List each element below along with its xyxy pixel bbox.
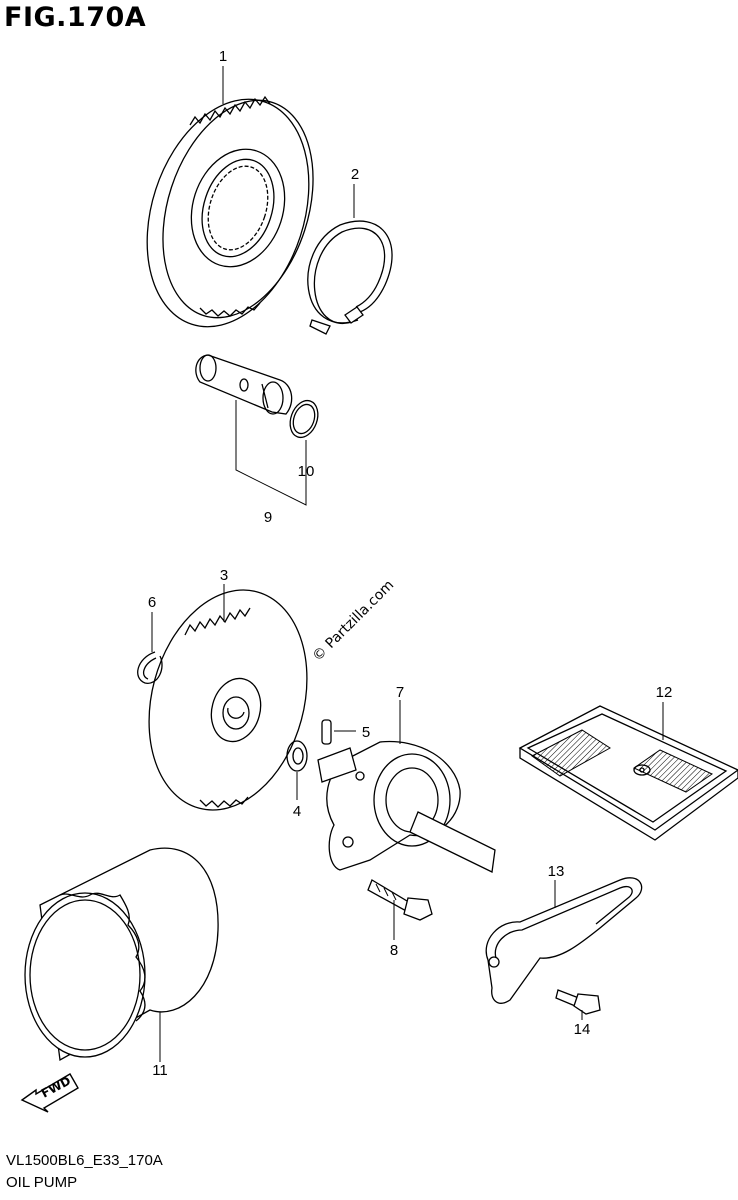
section-name: OIL PUMP: [6, 1174, 78, 1191]
callout-6: 6: [148, 594, 156, 611]
callout-2: 2: [351, 166, 359, 183]
bracket-9-10: [235, 400, 307, 506]
callout-11: 11: [152, 1062, 168, 1079]
part-12-oil-strainer: [518, 705, 738, 841]
model-code: VL1500BL6_E33_170A: [6, 1152, 163, 1169]
part-4-washer: [286, 740, 308, 772]
part-13-plate: [485, 877, 643, 1004]
callout-12: 12: [656, 684, 673, 701]
part-7-oil-pump: [317, 740, 496, 873]
part-11-oil-filter: [24, 847, 219, 1062]
part-1-driven-gear: [146, 95, 314, 328]
callout-4: 4: [293, 803, 301, 820]
callout-5: 5: [362, 724, 370, 741]
callout-labels: 1 2 3 4 5 6 7 8 9 10 11 12 13 14: [148, 48, 673, 1079]
callout-9: 9: [264, 509, 272, 526]
part-14-bolt: [555, 989, 601, 1015]
part-9-shaft: [195, 354, 293, 415]
callout-14: 14: [574, 1021, 591, 1038]
figure-title: FIG.170A: [4, 2, 147, 33]
fwd-direction-arrow: FWD: [20, 1073, 79, 1113]
part-6-snap-ring: [137, 651, 163, 684]
callout-10: 10: [298, 463, 315, 480]
part-8-bolt: [367, 879, 433, 921]
callout-3: 3: [220, 567, 228, 584]
part-5-pin: [321, 719, 332, 745]
part-10-o-ring: [289, 399, 319, 439]
callout-8: 8: [390, 942, 398, 959]
callout-1: 1: [219, 48, 227, 65]
callout-7: 7: [396, 684, 404, 701]
part-2-circlip: [307, 220, 393, 335]
watermark-text: © Partzilla.com: [310, 577, 398, 665]
part-3-drive-gear: [148, 589, 308, 811]
leader-lines: [151, 66, 664, 1062]
callout-13: 13: [548, 863, 565, 880]
